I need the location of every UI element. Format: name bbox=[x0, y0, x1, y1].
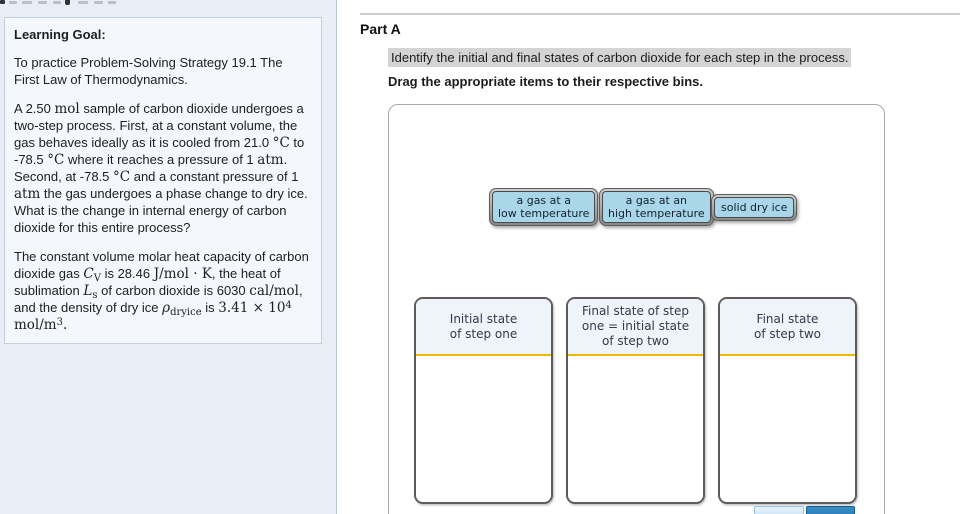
section-divider bbox=[360, 13, 960, 15]
bin-label: Final state of step one = initial state … bbox=[568, 299, 703, 356]
bin-label: Final state of step two bbox=[720, 299, 855, 356]
bin-drop-zone[interactable] bbox=[568, 356, 703, 502]
cutoff-button-1[interactable] bbox=[754, 506, 804, 514]
goal-paragraph: To practice Problem-Solving Strategy 19.… bbox=[14, 55, 283, 87]
goal-paragraph: A 2.50 mol sample of carbon dioxide unde… bbox=[14, 101, 308, 235]
problem-statement-panel: Learning Goal: To practice Problem-Solvi… bbox=[0, 0, 337, 514]
drag-item-label: a gas at a low temperature bbox=[492, 191, 596, 223]
drag-item-solid-dry-ice[interactable]: solid dry ice bbox=[711, 194, 798, 221]
cutoff-button-2[interactable] bbox=[806, 506, 855, 514]
part-a-panel: Part A Identify the initial and final st… bbox=[337, 0, 960, 514]
drag-item-label: solid dry ice bbox=[714, 197, 795, 218]
drag-item-gas-low-temperature[interactable]: a gas at a low temperature bbox=[489, 188, 599, 226]
part-a-instruction: Identify the initial and final states of… bbox=[388, 48, 852, 67]
bin-initial-state-step-one[interactable]: Initial state of step one bbox=[414, 297, 553, 504]
goal-paragraph: The constant volume molar heat capacity … bbox=[14, 249, 309, 333]
drag-item-gas-high-temperature[interactable]: a gas at an high temperature bbox=[599, 188, 714, 226]
bin-drop-zone[interactable] bbox=[720, 356, 855, 502]
bin-drop-zone[interactable] bbox=[416, 356, 551, 502]
bin-final-step-one-initial-step-two[interactable]: Final state of step one = initial state … bbox=[566, 297, 705, 504]
part-a-title: Part A bbox=[360, 21, 401, 37]
learning-goal-box: Learning Goal: To practice Problem-Solvi… bbox=[4, 17, 322, 344]
drag-and-drop-area: a gas at a low temperature a gas at an h… bbox=[388, 104, 885, 514]
drag-hint: Drag the appropriate items to their resp… bbox=[388, 74, 703, 89]
drag-item-label: a gas at an high temperature bbox=[602, 191, 711, 223]
learning-goal-heading: Learning Goal: bbox=[14, 27, 106, 42]
cutoff-text-remnant bbox=[0, 0, 200, 6]
bin-label: Initial state of step one bbox=[416, 299, 551, 356]
bin-final-state-step-two[interactable]: Final state of step two bbox=[718, 297, 857, 504]
